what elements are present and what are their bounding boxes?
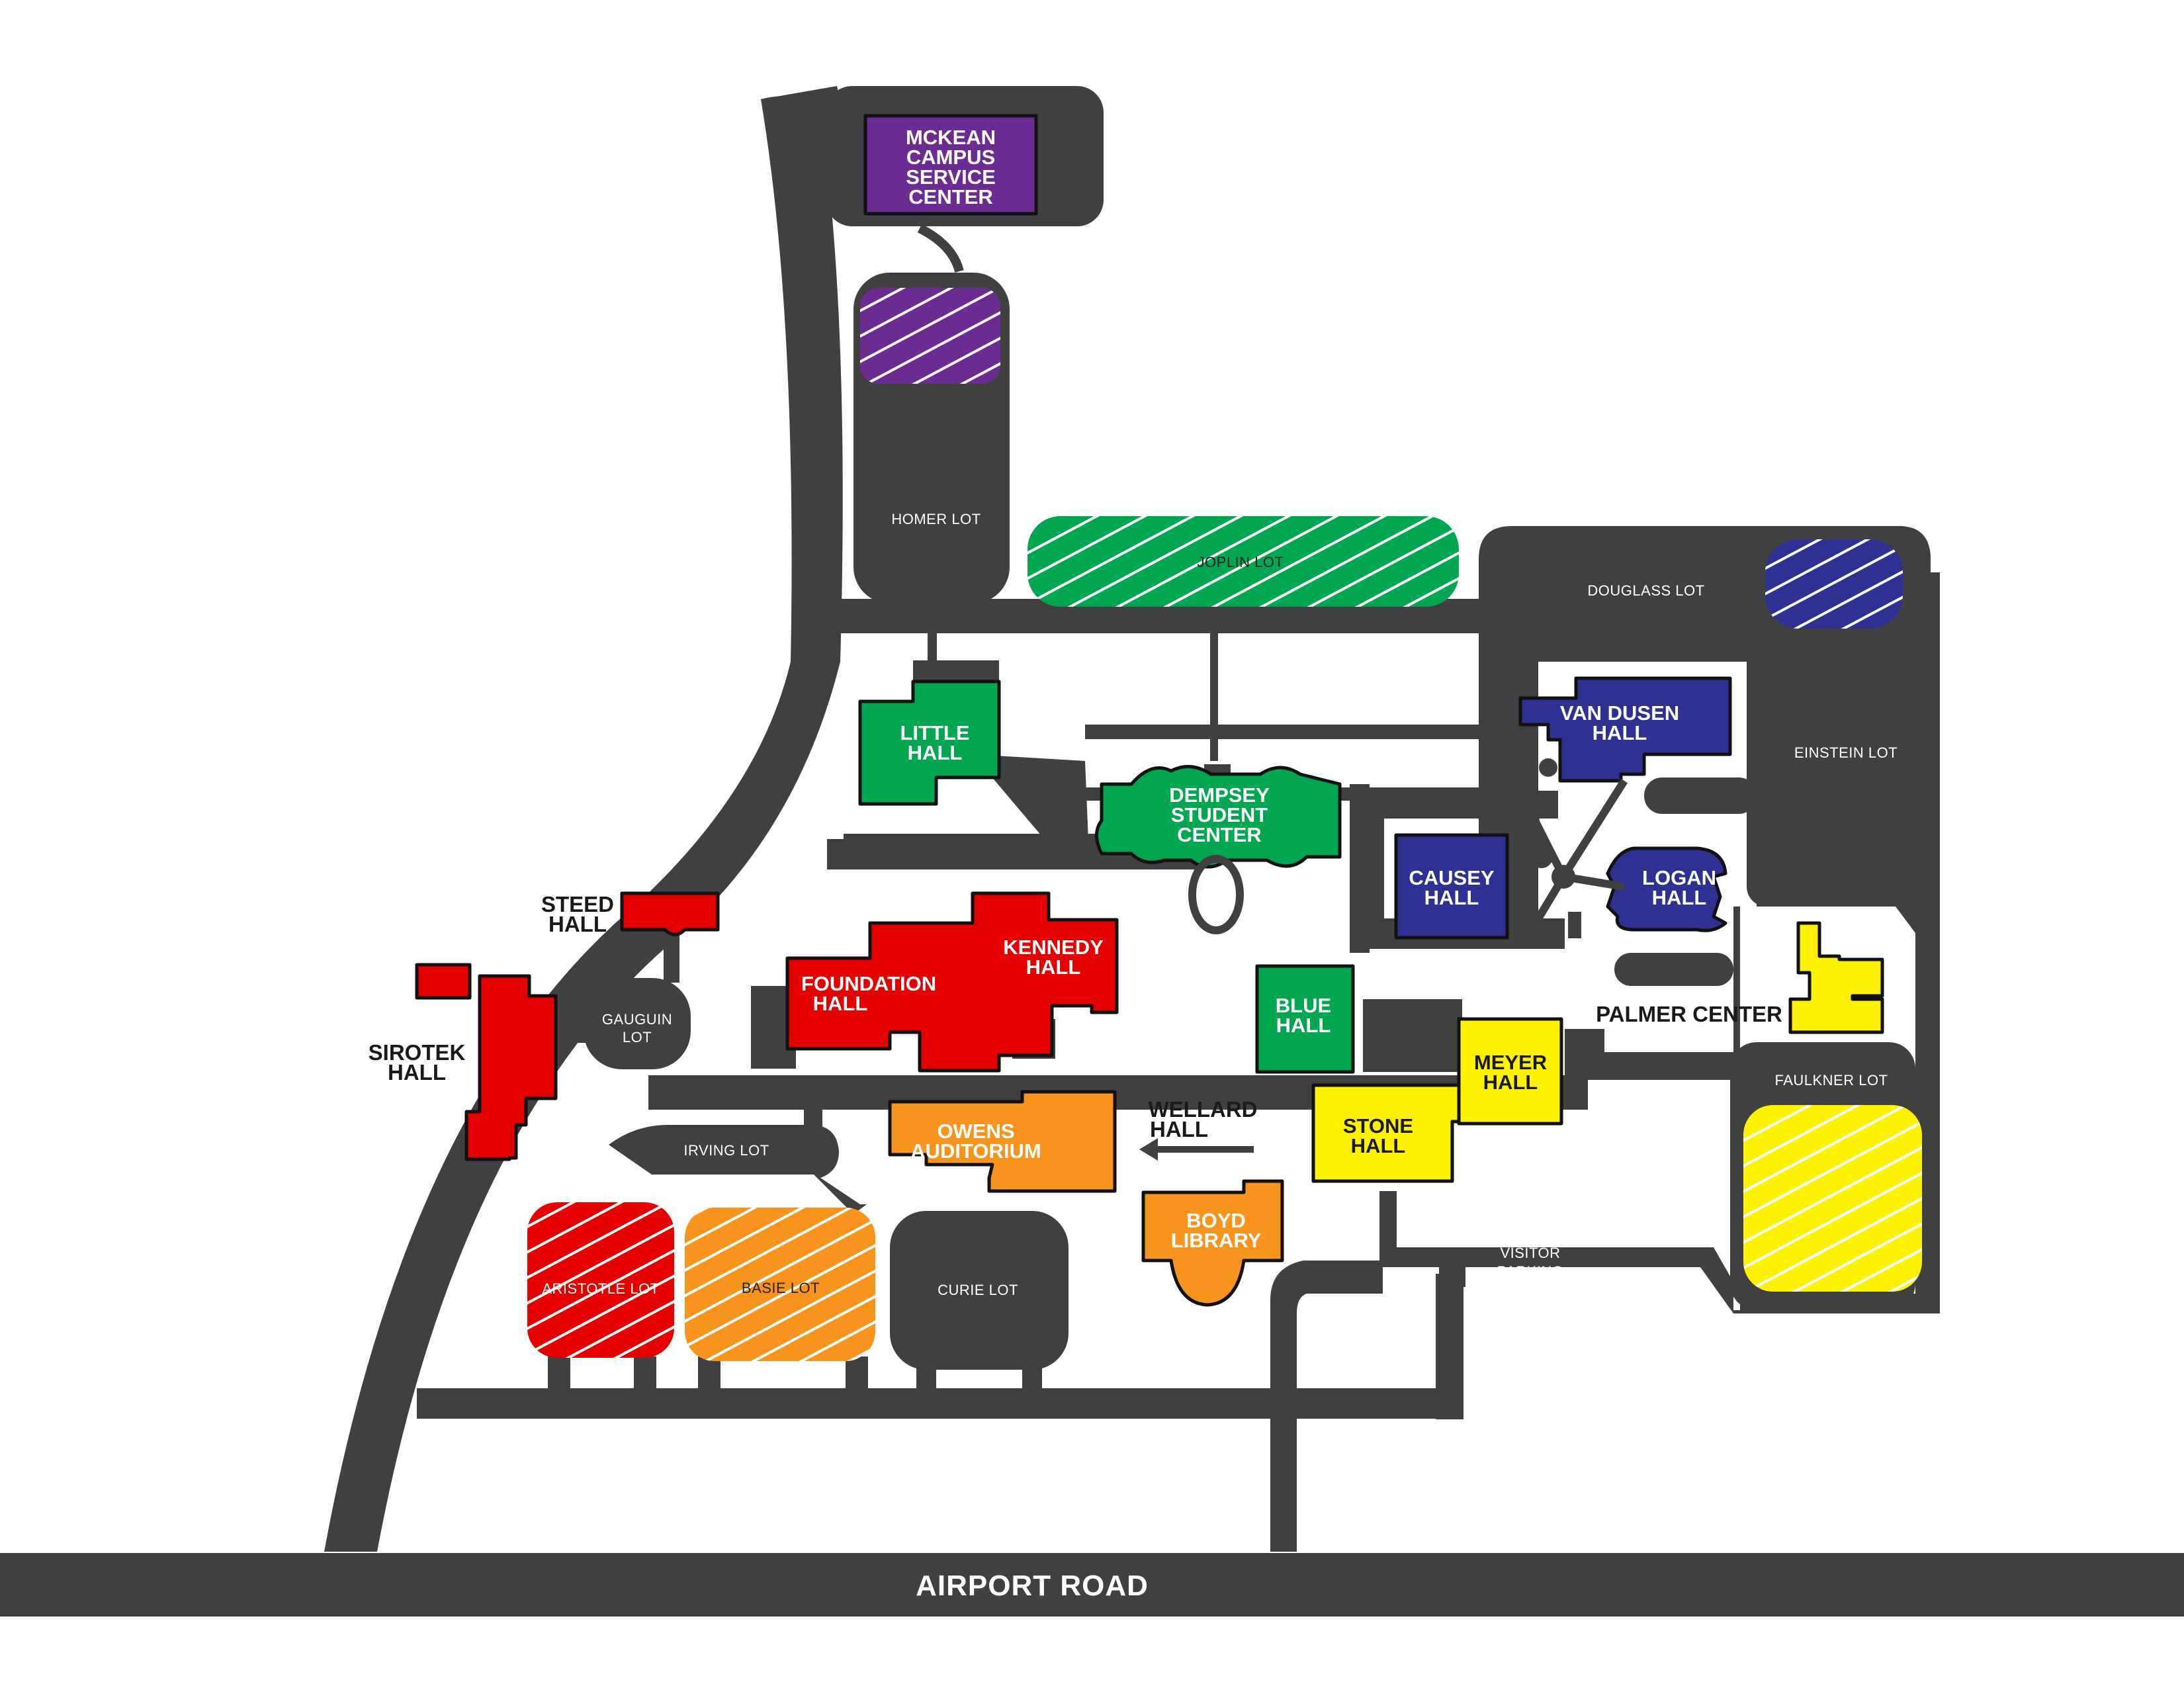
meyer-label-2: HALL	[1483, 1071, 1538, 1094]
meyer-label: MEYER	[1474, 1051, 1547, 1074]
einstein-lot-label: EINSTEIN LOT	[1794, 744, 1898, 761]
causey-label-2: HALL	[1424, 886, 1479, 909]
irving-lot-area	[609, 1125, 867, 1214]
foundation-label-2: HALL	[813, 992, 868, 1015]
gauguin-lot-label: GAUGUIN	[602, 1011, 672, 1028]
dempsey-building[interactable]	[1095, 765, 1342, 869]
logan-building[interactable]	[1606, 846, 1727, 932]
wellard-label: WELLARD	[1149, 1097, 1258, 1122]
joplin-lot-label: JOPLIN LOT	[1198, 554, 1284, 570]
stone-label: STONE	[1343, 1114, 1413, 1137]
buildings	[415, 114, 1884, 1307]
causey-label: CAUSEY	[1409, 866, 1495, 889]
kennedy-label: KENNEDY	[1003, 936, 1104, 959]
logan-label: LOGAN	[1642, 866, 1716, 889]
logan-label-2: HALL	[1652, 886, 1707, 909]
sirotek-annex[interactable]	[415, 963, 472, 1000]
sirotek-label: SIROTEK	[369, 1040, 466, 1065]
van-dusen-building[interactable]	[1518, 676, 1732, 783]
palmer-building[interactable]	[1788, 921, 1884, 1034]
gauguin-lot-label-2: LOT	[623, 1029, 652, 1045]
airport-road	[0, 1553, 2184, 1617]
mckean-building[interactable]	[863, 114, 1038, 216]
causey-building[interactable]	[1394, 833, 1509, 940]
mckean-label-3: SERVICE	[906, 165, 996, 189]
west-spine-road	[324, 96, 843, 1552]
boyd-label-2: LIBRARY	[1171, 1229, 1262, 1252]
blue-label: BLUE	[1276, 994, 1331, 1017]
einstein-lot-area	[1747, 639, 1915, 907]
homer-lot-label: HOMER LOT	[891, 511, 981, 527]
boyd-label: BOYD	[1186, 1209, 1246, 1232]
steed-label: STEED	[541, 892, 614, 916]
little-label-2: HALL	[908, 741, 963, 764]
stone-label-2: HALL	[1351, 1134, 1406, 1157]
irving-lot-label: IRVING LOT	[683, 1142, 769, 1159]
little-hall-building[interactable]	[858, 680, 1001, 806]
sirotek-building[interactable]	[464, 974, 558, 1161]
faulkner-lot-label: FAULKNER LOT	[1774, 1072, 1888, 1088]
kennedy-label-2: HALL	[1026, 955, 1081, 979]
mckean-label: MCKEAN	[906, 126, 996, 149]
wellard-label-2: HALL	[1150, 1117, 1208, 1141]
airport-road-label: AIRPORT ROAD	[916, 1570, 1149, 1602]
owens-label-2: AUDITORIUM	[910, 1139, 1041, 1163]
sirotek-label-2: HALL	[388, 1060, 446, 1085]
little-label: LITTLE	[900, 721, 969, 744]
dempsey-label-2: STUDENT	[1171, 803, 1268, 826]
blue-label-2: HALL	[1276, 1014, 1331, 1037]
vandusen-label-2: HALL	[1593, 721, 1647, 744]
foundation-label: FOUNDATION	[801, 972, 936, 995]
aristotle-lot-label: ARISTOTLE LOT	[542, 1280, 659, 1297]
owens-label: OWENS	[937, 1120, 1014, 1143]
steed-label-2: HALL	[548, 912, 607, 936]
basie-lot-label: BASIE LOT	[742, 1280, 820, 1296]
douglass-lot-label: DOUGLASS LOT	[1587, 582, 1704, 599]
gauguin-lot-area	[584, 978, 691, 1069]
map-details	[1139, 758, 1628, 1161]
curie-lot-label: CURIE LOT	[938, 1282, 1018, 1298]
dempsey-label: DEMPSEY	[1169, 783, 1270, 807]
mckean-label-2: CAMPUS	[906, 146, 995, 169]
curie-lot-area	[890, 1211, 1069, 1370]
vandusen-label: VAN DUSEN	[1560, 701, 1679, 725]
foundation-kennedy-building[interactable]	[785, 891, 1119, 1073]
mckean-label-4: CENTER	[908, 185, 992, 208]
visitor-parking-label-2: PARKING	[1497, 1263, 1564, 1280]
road-network	[0, 86, 2184, 1617]
palmer-label: PALMER CENTER	[1596, 1002, 1782, 1026]
visitor-parking-label: VISITOR	[1500, 1245, 1560, 1261]
owens-building[interactable]	[888, 1090, 1117, 1193]
dempsey-label-3: CENTER	[1177, 823, 1261, 846]
steed-building[interactable]	[620, 891, 720, 936]
blue-hall-building[interactable]	[1255, 964, 1355, 1074]
boyd-building[interactable]	[1141, 1179, 1284, 1307]
hatched-lots	[527, 288, 1922, 1361]
stone-building[interactable]	[1311, 1083, 1461, 1183]
labels: AIRPORT ROAD MCKEAN CAMPUS SERVICE CENTE…	[369, 126, 1898, 1602]
